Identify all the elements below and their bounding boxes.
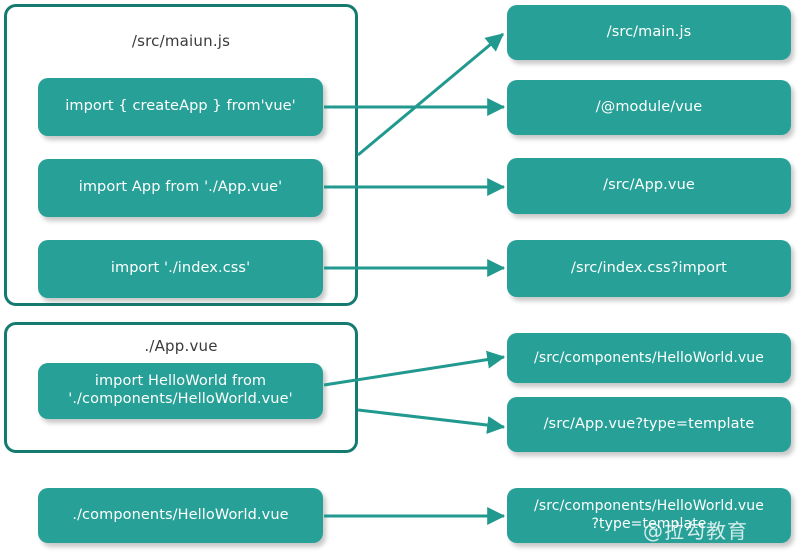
node-resolved-src-index-css[interactable]: /src/index.css?import xyxy=(507,240,791,297)
node-resolved-src-app-vue[interactable]: /src/App.vue xyxy=(507,158,791,214)
node-resolved-src-app-vue-template[interactable]: /src/App.vue?type=template xyxy=(507,397,791,452)
node-import-index-css[interactable]: import './index.css' xyxy=(38,240,323,298)
node-import-hello-world[interactable]: import HelloWorld from './components/Hel… xyxy=(38,363,323,419)
node-import-create-app[interactable]: import { createApp } from'vue' xyxy=(38,78,323,136)
watermark-label: @拉勾教育 xyxy=(643,519,748,543)
node-resolved-src-main-js[interactable]: /src/main.js xyxy=(507,5,791,60)
node-components-hello-world-vue[interactable]: ./components/HelloWorld.vue xyxy=(38,488,323,543)
node-import-app-vue[interactable]: import App from './App.vue' xyxy=(38,159,323,217)
arrow-main-js-group-to-src-main-js xyxy=(357,32,504,157)
group-title-app-vue: ./App.vue xyxy=(144,337,218,355)
arrow-app-vue-group-to-app-template xyxy=(357,408,506,434)
node-resolved-src-components-hello-world-vue[interactable]: /src/components/HelloWorld.vue xyxy=(507,333,791,383)
node-resolved-module-vue[interactable]: /@module/vue xyxy=(507,80,791,135)
node-resolved-src-components-hello-world-template[interactable]: /src/components/HelloWorld.vue ?type=tem… xyxy=(507,488,791,543)
group-title-main-js: /src/maiun.js xyxy=(131,32,231,50)
